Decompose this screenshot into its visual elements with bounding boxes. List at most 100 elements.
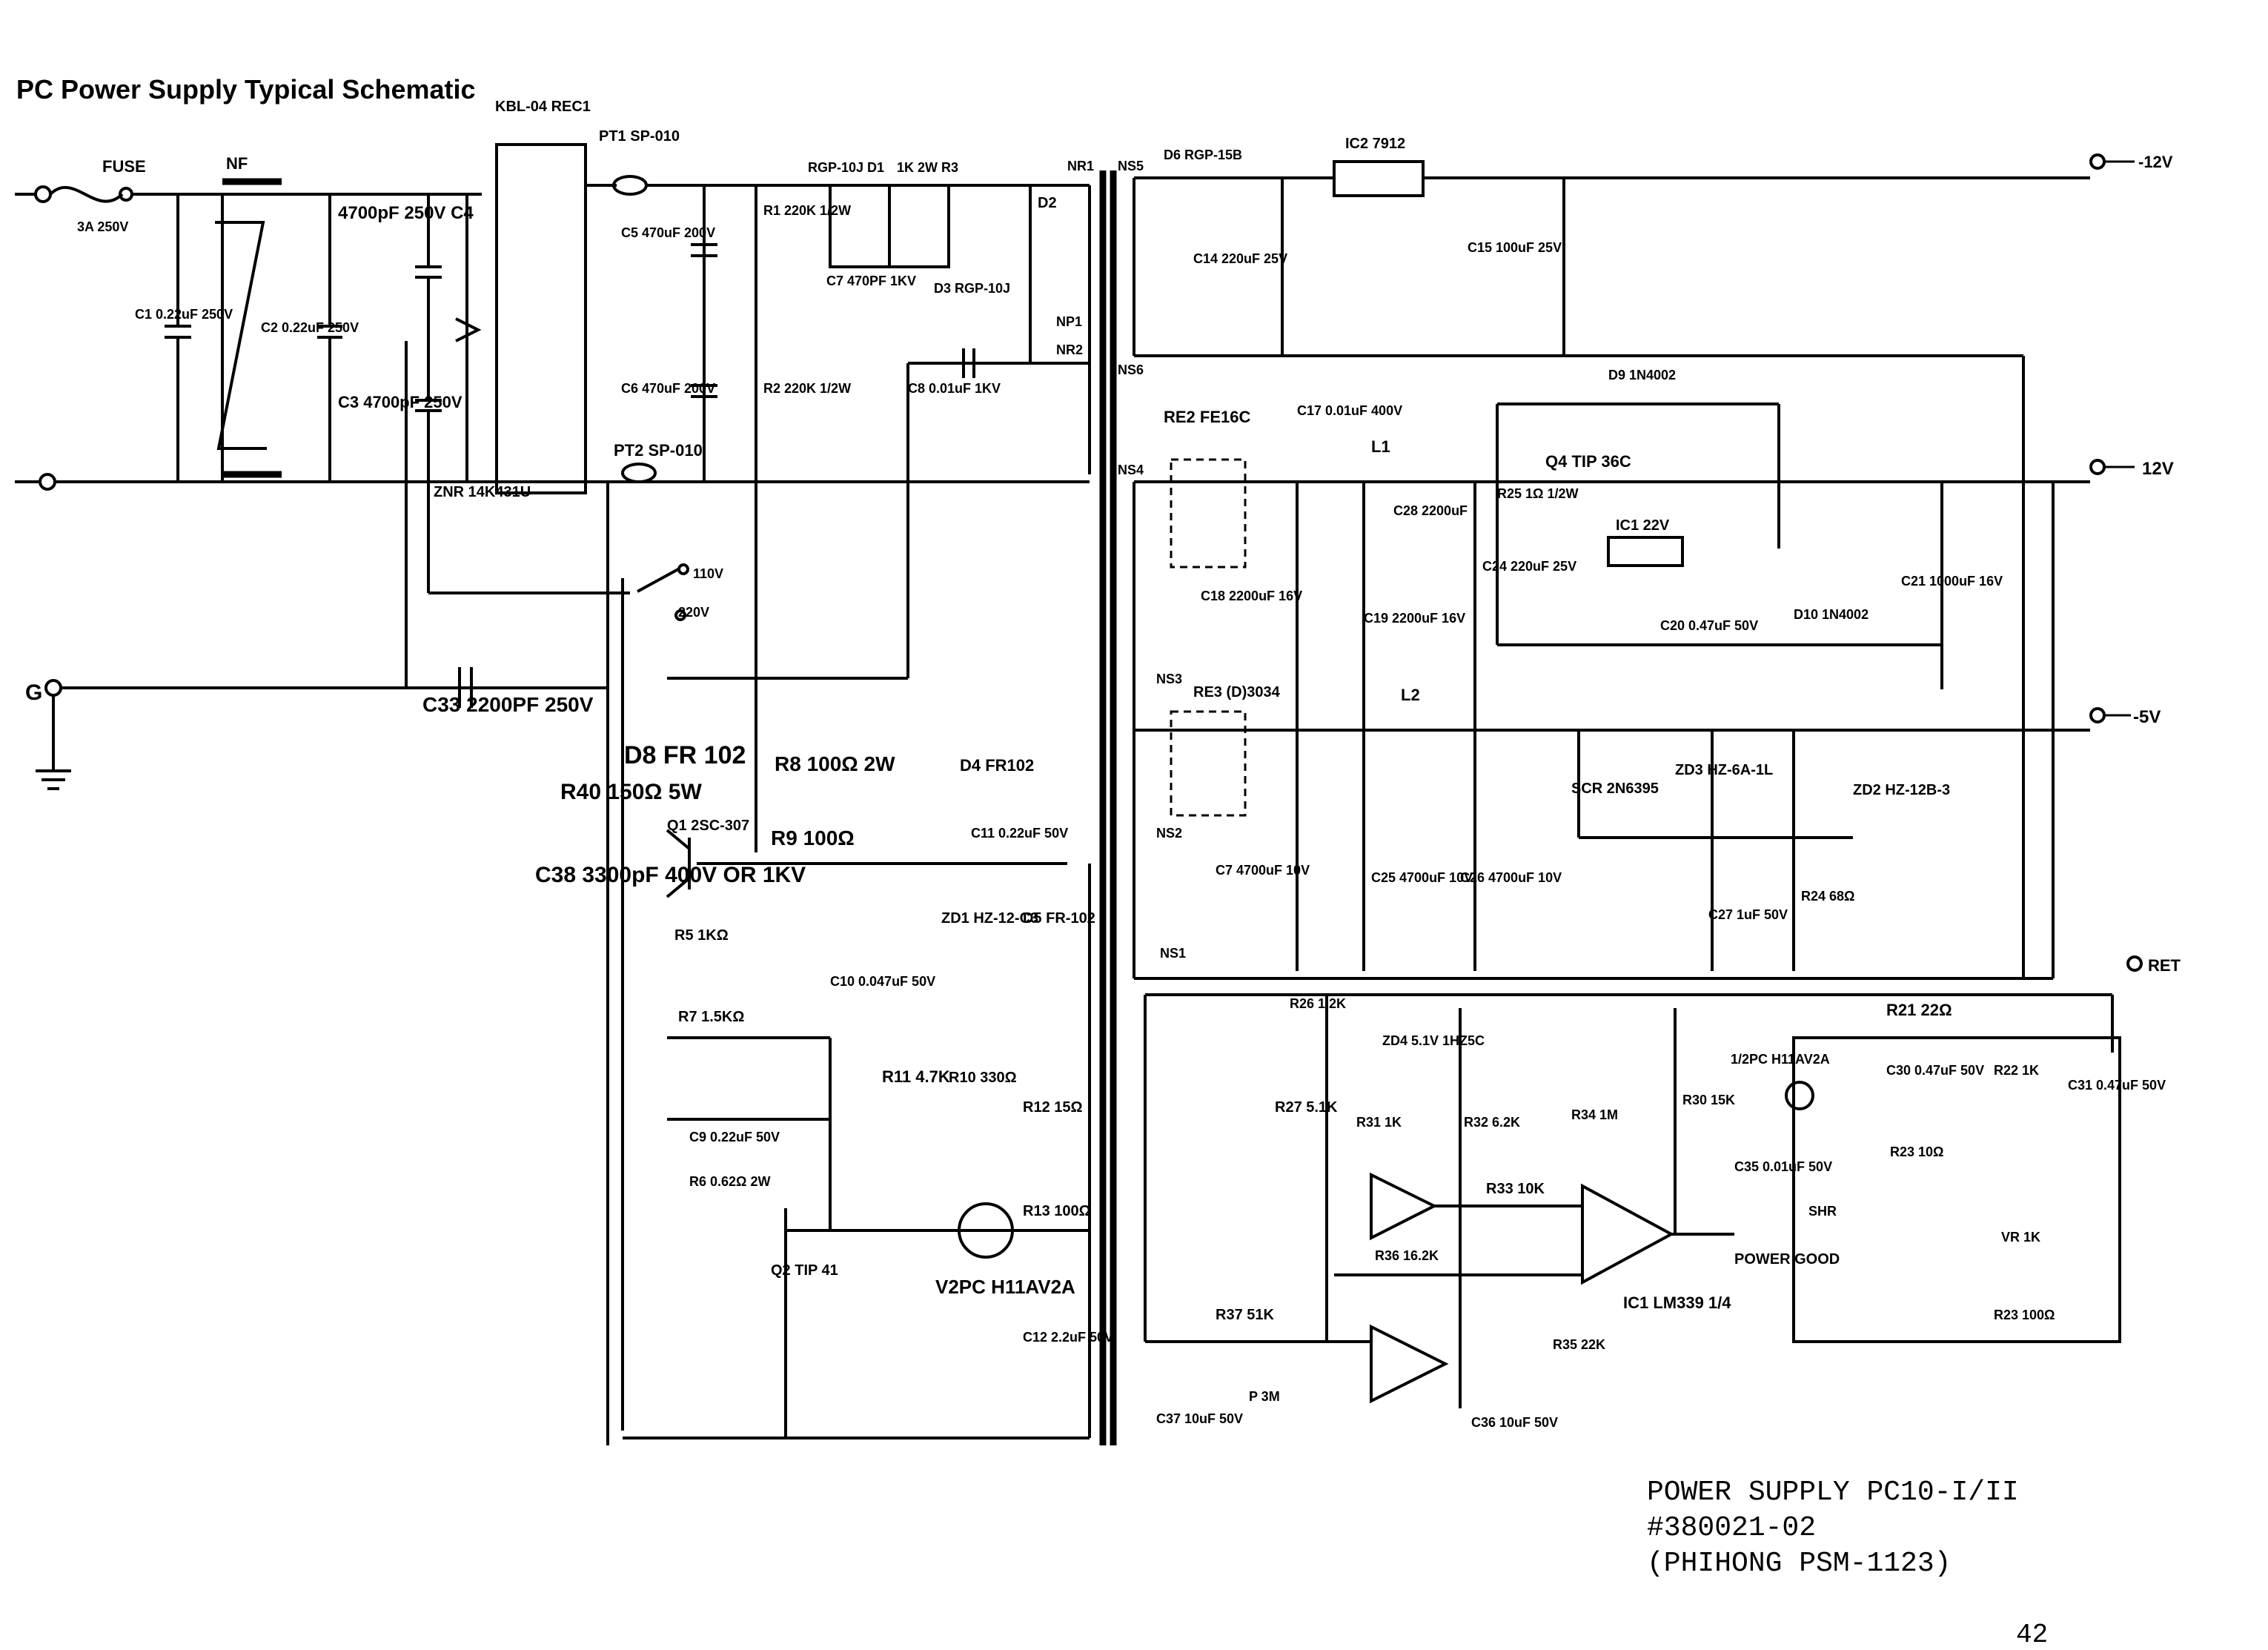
r37-label: R37 51K [1216, 1307, 1274, 1323]
p-label: P 3M [1249, 1389, 1280, 1404]
optocoupler-pc1 [958, 1202, 1014, 1259]
r3-label: 1K 2W R3 [897, 160, 958, 175]
c25-label: C25 4700uF 10V [1371, 870, 1473, 885]
footer-caption: POWER SUPPLY PC10-I/II #380021-02 (PHIHO… [1647, 1475, 2019, 1582]
zd3-label: ZD3 HZ-6A-1L [1675, 762, 1773, 778]
r36-label: R36 16.2K [1375, 1248, 1439, 1263]
r25-label: R25 1Ω 1/2W [1497, 486, 1578, 501]
r11-label: R11 4.7K [882, 1067, 950, 1086]
d10-label: D10 1N4002 [1794, 607, 1869, 622]
c7-label: C7 470PF 1KV [826, 274, 916, 288]
c11-label: C11 0.22uF 50V [971, 826, 1068, 841]
r23-label: R23 10Ω [1890, 1144, 1943, 1159]
vr-label: VR 1K [2001, 1230, 2040, 1245]
rec1-label: KBL-04 REC1 [495, 99, 591, 115]
np1-label: NP1 [1056, 314, 1082, 329]
r6-label: R6 0.62Ω 2W [689, 1174, 770, 1189]
r10-label: R10 330Ω [949, 1070, 1017, 1086]
re3-rectifier [1170, 710, 1247, 817]
comparator-3 [1370, 1324, 1449, 1404]
pc2-feedback-block [1792, 1036, 2121, 1343]
c5-label: C5 470uF 200V [621, 225, 715, 240]
d9-label: D9 1N4002 [1608, 368, 1676, 382]
zd2-label: ZD2 HZ-12B-3 [1853, 782, 1950, 798]
terminal-plus12v [2089, 459, 2106, 475]
pt2-thermistor [621, 463, 657, 483]
ic2-label: IC2 7912 [1345, 136, 1405, 152]
r9-label: R9 100Ω [771, 826, 855, 849]
footer-line-3: (PHIHONG PSM-1123) [1647, 1548, 1952, 1580]
c26-label: C26 4700uF 10V [1460, 870, 1562, 885]
ns3-label: NS3 [1156, 672, 1182, 686]
control-section: R26 1.2K ZD4 5.1V 1HZ5C R27 5.1K R31 1K … [1144, 993, 2166, 1430]
switch-220-label: 220V [678, 605, 709, 620]
c27-label: C27 1uF 50V [1708, 907, 1788, 922]
nr2-label: NR2 [1056, 342, 1083, 357]
r24-label: R24 68Ω [1801, 889, 1854, 904]
c8-label: C8 0.01uF 1KV [908, 381, 1001, 396]
q1-label: Q1 2SC-307 [667, 818, 749, 834]
ic1-regulator [1607, 536, 1684, 567]
ic1b-label: IC1 LM339 1/4 [1623, 1293, 1731, 1312]
q4-label: Q4 TIP 36C [1545, 452, 1631, 471]
c17-label: C17 0.01uF 400V [1297, 403, 1402, 418]
primary-drive-section: D8 FR 102 R40 150Ω 5W C38 3300pF 400V OR… [535, 363, 1113, 1445]
c24-label: C24 220uF 25V [1482, 559, 1576, 574]
d3-label: D3 RGP-10J [934, 281, 1010, 296]
r21-label: R21 22Ω [1886, 1001, 1952, 1019]
ns1-label: NS1 [1160, 946, 1186, 961]
page-title: PC Power Supply Typical Schematic [16, 74, 476, 105]
r31-label: R31 1K [1356, 1115, 1402, 1130]
terminal-minus5v [2089, 707, 2106, 723]
footer-line-1: POWER SUPPLY PC10-I/II [1647, 1477, 2019, 1508]
r12-label: R12 15Ω [1023, 1099, 1083, 1116]
c1-label: C1 0.22uF 250V [135, 307, 233, 322]
terminal-minus5v-label: -5V [2133, 707, 2161, 727]
pc2-label: 1/2PC H11AV2A [1731, 1052, 1830, 1067]
c37-label: C37 10uF 50V [1156, 1411, 1243, 1426]
c21-label: C21 1000uF 16V [1901, 574, 2003, 589]
r5-label: R5 1KΩ [674, 927, 729, 944]
secondary-section: D6 RGP-15B IC2 7912 C14 220uF 25V C15 10… [1134, 136, 2090, 980]
output-terminals: -12V 12V -5V RET G [25, 153, 2181, 975]
d4-label: D4 FR102 [960, 756, 1034, 775]
c35-label: C35 0.01uF 50V [1734, 1159, 1832, 1174]
pt2-label: PT2 SP-010 [614, 441, 703, 460]
terminal-plus12v-label: 12V [2142, 459, 2174, 479]
c36-label: C36 10uF 50V [1471, 1415, 1558, 1430]
r23b-label: R23 100Ω [1994, 1308, 2055, 1322]
ns2-label: NS2 [1156, 826, 1182, 841]
terminal-minus12v [2089, 153, 2106, 170]
c9-label: C9 0.22uF 50V [689, 1130, 780, 1144]
switch-110-label: 110V [693, 566, 723, 581]
bridge-rectifier [495, 143, 587, 494]
r40-label: R40 150Ω 5W [560, 780, 702, 804]
c7b-label: C7 4700uF 10V [1216, 863, 1310, 878]
re3-label: RE3 (D)3034 [1193, 684, 1281, 700]
c33-label: C33 2200PF 250V [422, 693, 594, 716]
nf-label: NF [226, 154, 248, 173]
r34-label: R34 1M [1571, 1107, 1618, 1122]
r2-label: R2 220K 1/2W [763, 381, 851, 396]
pt1-label: PT1 SP-010 [599, 128, 680, 145]
c3-label: C3 4700pF 250V [338, 393, 462, 411]
d2-label: D2 [1038, 195, 1057, 211]
l2-label: L2 [1401, 686, 1420, 704]
r27-label: R27 5.1K [1275, 1099, 1338, 1116]
ns6-label: NS6 [1118, 362, 1144, 377]
d8-label: D8 FR 102 [624, 741, 746, 769]
main-transformer: NR1 NS5 NP1 NR2 NS6 NS4 NS3 NS2 NS1 [1056, 159, 1186, 1445]
re2-rectifier [1170, 458, 1247, 569]
r8-label: R8 100Ω 2W [775, 752, 895, 775]
c10-label: C10 0.047uF 50V [830, 974, 935, 989]
terminal-ret [2126, 955, 2143, 972]
r33-label: R33 10K [1486, 1181, 1545, 1197]
r35-label: R35 22K [1553, 1337, 1605, 1352]
ic1-label: IC1 22V [1616, 517, 1670, 534]
c30-label: C30 0.47uF 50V [1886, 1063, 1984, 1078]
comparator-1 [1370, 1172, 1438, 1241]
terminal-minus12v-label: -12V [2138, 153, 2173, 171]
c38-label: C38 3300pF 400V OR 1KV [535, 863, 806, 887]
c2-label: C2 0.22uF 250V [261, 320, 359, 335]
c20-label: C20 0.47uF 50V [1660, 618, 1758, 633]
